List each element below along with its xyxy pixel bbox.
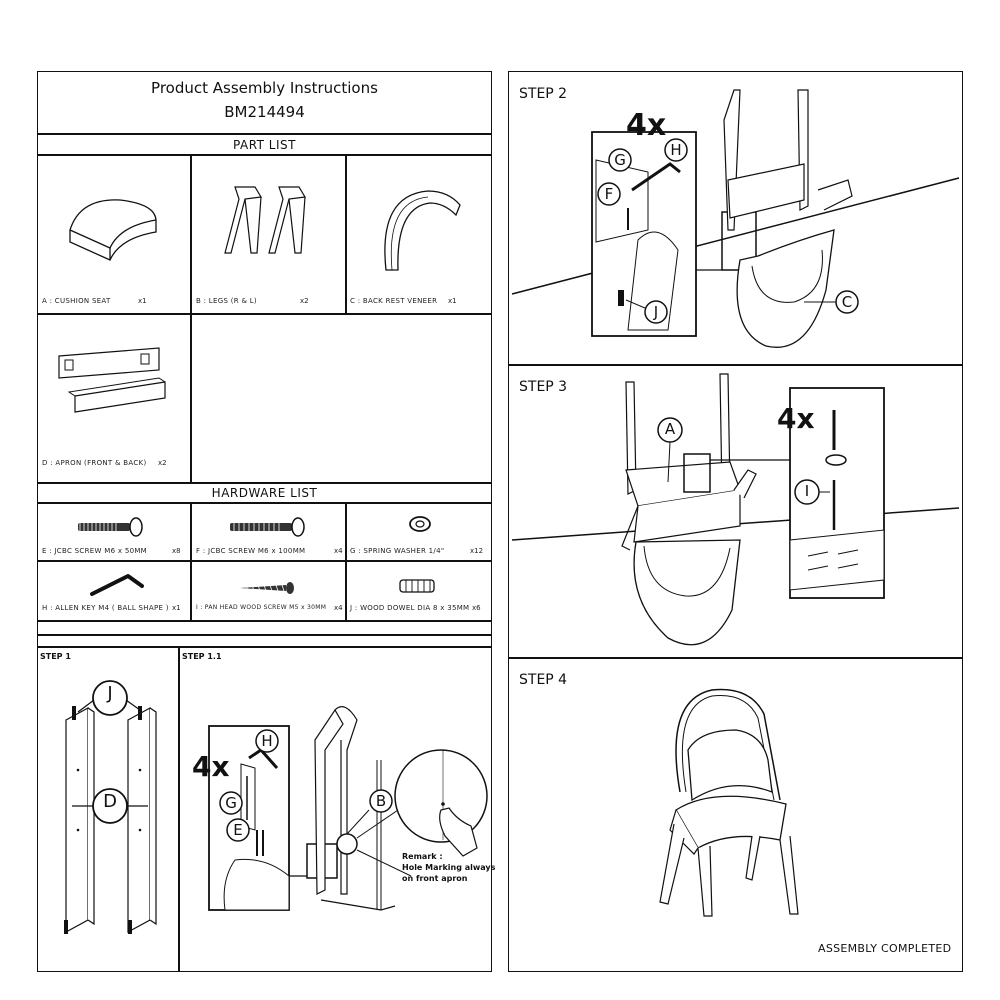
step2-callout-j: J — [653, 303, 659, 321]
step2-callout-f: F — [604, 185, 614, 203]
step2-callout-h: H — [670, 141, 682, 159]
step1-1-detail-diagram — [208, 706, 488, 911]
jcbc-screw-50-icon — [78, 517, 143, 537]
step1-1-callout-e: E — [233, 821, 243, 839]
divider — [37, 620, 492, 622]
step3-label: STEP 3 — [519, 379, 568, 395]
divider — [37, 133, 492, 135]
right-panel — [508, 71, 963, 972]
assembly-completed-text: ASSEMBLY COMPLETED — [818, 942, 952, 955]
step1-apron-diagram — [64, 680, 157, 934]
divider — [37, 560, 492, 562]
spring-washer-icon — [409, 516, 431, 532]
part-c-caption: C : BACK REST VENEER — [350, 297, 438, 305]
divider — [37, 634, 492, 636]
step3-multiplier: 4x — [777, 402, 815, 435]
step4-label: STEP 4 — [519, 672, 568, 688]
part-c-qty: x1 — [448, 297, 457, 305]
hardware-e-qty: x8 — [172, 547, 181, 555]
part-a-qty: x1 — [138, 297, 147, 305]
part-a-caption: A : CUSHION SEAT — [42, 297, 111, 305]
hardware-list-heading: HARDWARE LIST — [211, 486, 318, 500]
divider — [345, 154, 347, 314]
step1-1-remark-line1: Hole Marking always — [402, 863, 496, 872]
divider — [37, 154, 492, 156]
step2-label: STEP 2 — [519, 86, 568, 102]
step1-1-callout-circles — [219, 729, 279, 842]
step1-callout-j: J — [107, 683, 113, 704]
hardware-h-caption: H : ALLEN KEY M4 ( BALL SHAPE ) — [42, 604, 169, 612]
part-b-qty: x2 — [300, 297, 309, 305]
step1-callout-d: D — [103, 791, 117, 812]
step1-1-callout-g: G — [225, 794, 237, 812]
divider — [37, 313, 492, 315]
legs-icon — [224, 186, 306, 254]
step1-1-callout-b: B — [375, 792, 387, 810]
step3-callout-i: I — [804, 482, 810, 500]
wood-screw-icon — [240, 582, 294, 594]
divider — [178, 646, 180, 972]
step1-1-callout-h: H — [261, 732, 273, 750]
allen-key-icon — [90, 574, 144, 596]
part-list-heading: PART LIST — [233, 138, 296, 152]
cushion-seat-icon — [69, 199, 157, 261]
step2-callout-g: G — [614, 151, 626, 169]
divider — [508, 657, 963, 659]
step2-diagram — [511, 89, 960, 348]
hardware-f-qty: x4 — [334, 547, 343, 555]
divider — [190, 313, 192, 483]
part-d-caption: D : APRON (FRONT & BACK) — [42, 459, 147, 467]
jcbc-screw-100-icon — [230, 517, 305, 537]
step2-callout-c: C — [841, 293, 853, 311]
hardware-e-caption: E : JCBC SCREW M6 x 50MM — [42, 547, 148, 555]
wood-dowel-icon — [399, 579, 435, 593]
document-title: Product Assembly Instructions — [151, 79, 378, 97]
step3-callout-a: A — [664, 420, 676, 438]
divider — [37, 646, 492, 648]
hardware-j-qty: x6 — [472, 604, 481, 612]
step2-multiplier: 4x — [626, 108, 667, 143]
apron-icon — [58, 347, 166, 413]
chair-icon — [659, 688, 799, 917]
hardware-g-caption: G : SPRING WASHER 1/4" — [350, 547, 445, 555]
hardware-i-qty: x4 — [334, 604, 343, 612]
part-b-caption: B : LEGS (R & L) — [196, 297, 257, 305]
step1-1-multiplier: 4x — [192, 750, 230, 783]
back-rest-veneer-icon — [384, 190, 461, 271]
left-panel — [37, 71, 492, 972]
hardware-j-caption: J : WOOD DOWEL DIA 8 x 35MM — [350, 604, 470, 612]
divider — [190, 154, 192, 314]
divider — [37, 502, 492, 504]
step1-1-label: STEP 1.1 — [182, 652, 222, 661]
step1-1-remark-title: Remark : — [402, 852, 443, 861]
hardware-g-qty: x12 — [470, 547, 484, 555]
hardware-i-caption: I : PAN HEAD WOOD SCREW M5 x 30MM — [196, 604, 327, 611]
hardware-f-caption: F : JCBC SCREW M6 x 100MM — [196, 547, 306, 555]
part-d-qty: x2 — [158, 459, 167, 467]
divider — [37, 482, 492, 484]
model-number: BM214494 — [224, 103, 305, 121]
step1-1-remark-line2: on front apron — [402, 874, 468, 883]
step3-diagram — [511, 373, 960, 646]
divider — [508, 364, 963, 366]
step1-label: STEP 1 — [40, 652, 71, 661]
hardware-h-qty: x1 — [172, 604, 181, 612]
